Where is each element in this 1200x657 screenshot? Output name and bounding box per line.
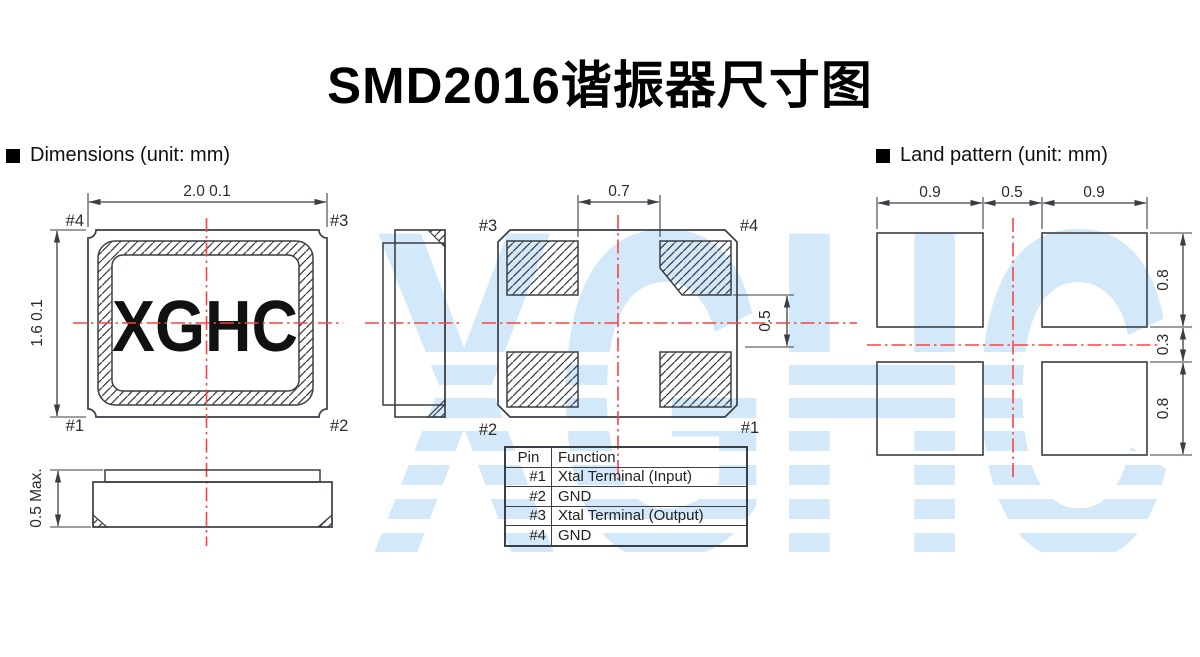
dimensions-section-title: Dimensions (unit: mm) — [30, 144, 231, 166]
section-marker-icon — [876, 148, 890, 163]
terminal-corner — [316, 513, 333, 528]
width-dim-label: 2.0 0.1 — [183, 183, 230, 200]
dimensions-section-header: Dimensions (unit: mm) — [6, 144, 230, 167]
land-pattern-right-dimensions: 0.8 0.3 0.8 — [1150, 232, 1192, 456]
dimensions-drawing: 2.0 0.1 1.6 0.1 XGHC #4 #3 #1 #2 0.5 Max… — [28, 183, 348, 546]
pin-label-2: #2 — [479, 421, 497, 439]
bottom-view-body — [497, 229, 738, 418]
table-row: #1 Xtal Terminal (Input) — [504, 466, 748, 487]
pin-cell: #2 — [504, 486, 552, 507]
land-pattern-drawing: 0.9 0.5 0.9 0.8 0.3 0.8 — [867, 184, 1192, 478]
pin-label-2: #2 — [330, 417, 348, 435]
pin-column-header: Pin — [504, 446, 552, 468]
land-pad-top-right — [1041, 232, 1148, 328]
pin-label-3: #3 — [479, 217, 497, 235]
land-pad-bottom-right — [1041, 361, 1148, 456]
terminal-corner — [426, 229, 446, 249]
package-outline — [87, 229, 328, 418]
pad-height-top-label: 0.8 — [1155, 269, 1172, 291]
side-elevation-view: 0.5 Max. — [28, 468, 333, 528]
pad-height-bottom-label: 0.8 — [1155, 398, 1172, 420]
pad-3 — [506, 240, 579, 296]
package-logo-text: XGHC — [112, 287, 298, 367]
page-title: SMD2016谐振器尺寸图 — [327, 57, 873, 114]
table-row: #2 GND — [504, 486, 748, 507]
row-gap-label: 0.3 — [1155, 334, 1172, 356]
page: { "title": "SMD2016谐振器尺寸图", "watermark":… — [6, 57, 1200, 630]
section-marker-icon — [6, 148, 20, 163]
land-pattern-section-header: Land pattern (unit: mm) — [876, 144, 1108, 167]
pad-height-dim-label: 0.5 — [757, 310, 774, 332]
pin-label-4: #4 — [66, 212, 84, 230]
pad-width-right-label: 0.9 — [1083, 184, 1105, 201]
pad-1 — [659, 351, 732, 408]
pin-cell: #4 — [504, 525, 552, 546]
pad-gap-label: 0.5 — [1001, 184, 1023, 201]
function-cell: Xtal Terminal (Input) — [551, 466, 748, 487]
pad-spacing-dim-label: 0.7 — [608, 183, 630, 200]
watermark-stripe — [360, 552, 1200, 566]
pad-2 — [506, 351, 579, 408]
max-height-dim-label: 0.5 Max. — [28, 468, 45, 527]
terminal-corner — [92, 513, 109, 528]
table-row: #3 Xtal Terminal (Output) — [504, 505, 748, 526]
terminal-corner — [426, 398, 446, 418]
pin-label-1: #1 — [66, 417, 84, 435]
pin-label-1: #1 — [741, 419, 759, 437]
pad-width-left-label: 0.9 — [919, 184, 941, 201]
pad-height-dimension: 0.5 — [733, 294, 794, 348]
height-dim-label: 1.6 0.1 — [29, 299, 46, 346]
pin-function-table: Pin Function #1 Xtal Terminal (Input) #2… — [504, 446, 748, 547]
pad-4-chamfered — [659, 240, 732, 296]
pin-label-4: #4 — [740, 217, 758, 235]
function-cell: Xtal Terminal (Output) — [551, 505, 748, 526]
table-row: #4 GND — [504, 525, 748, 546]
pad-spacing-dimension: 0.7 — [577, 183, 661, 237]
pin-cell: #3 — [504, 505, 552, 526]
bottom-view-drawing: #3 #4 #2 #1 0.7 0.5 — [365, 183, 857, 480]
width-dimension: 2.0 0.1 — [87, 183, 328, 227]
pin-label-3: #3 — [330, 212, 348, 230]
land-pad-top-left — [876, 232, 984, 328]
land-pattern-section-title: Land pattern (unit: mm) — [900, 144, 1108, 166]
land-pattern-top-dimensions: 0.9 0.5 0.9 — [876, 184, 1148, 229]
height-dimension: 1.6 0.1 — [29, 229, 86, 418]
watermark-stripe — [360, 519, 1200, 533]
land-pad-bottom-left — [876, 361, 984, 456]
function-cell: GND — [551, 525, 748, 546]
pin-cell: #1 — [504, 466, 552, 487]
function-cell: GND — [551, 486, 748, 507]
table-header-row: Pin Function — [504, 446, 748, 468]
function-column-header: Function — [551, 446, 748, 468]
watermark-stripe — [360, 418, 1200, 431]
